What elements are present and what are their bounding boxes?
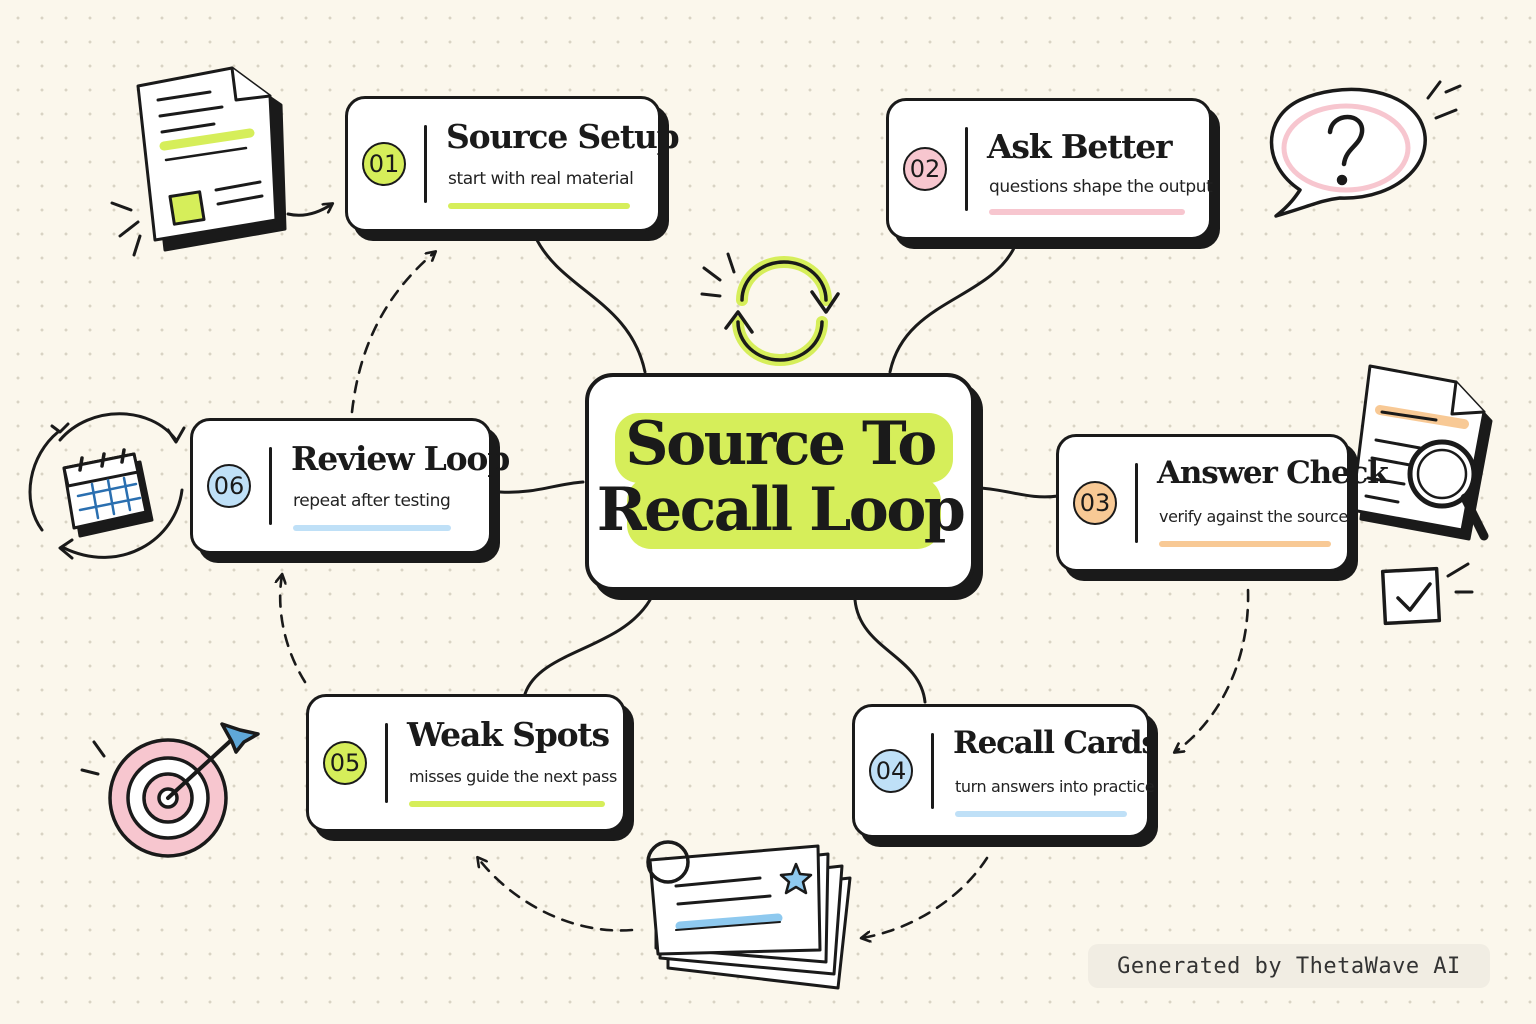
step-subtitle-05: misses guide the next pass — [409, 767, 617, 786]
step-divider-05 — [385, 723, 388, 803]
center-title-line2: Recall Loop — [596, 475, 966, 545]
step-subtitle-03: verify against the source — [1159, 507, 1348, 526]
magnifier-document-icon — [1350, 364, 1493, 541]
flow-arrow-05-to-06 — [280, 575, 307, 684]
step-card-04[interactable]: 04 Recall Cards turn answers into practi… — [852, 704, 1159, 838]
step-card-01[interactable]: 01 Source Setup start with real material — [345, 96, 680, 232]
step-underline-06 — [293, 525, 451, 531]
connector-lines — [498, 234, 1060, 704]
step-badge-05: 05 — [323, 741, 367, 785]
step-subtitle-04: turn answers into practice — [955, 777, 1155, 796]
center-highlight-top — [615, 413, 953, 483]
step-divider-06 — [269, 447, 272, 525]
connector-01 — [533, 234, 647, 374]
document-icon — [110, 66, 332, 257]
cycle-arrows-icon — [700, 252, 840, 366]
step-divider-03 — [1135, 463, 1138, 543]
flow-arrow-06-to-01 — [350, 252, 435, 414]
step-badge-03: 03 — [1073, 481, 1117, 525]
step-card-05[interactable]: 05 Weak Spots misses guide the next pass — [306, 694, 626, 832]
step-divider-01 — [424, 125, 427, 203]
step-underline-05 — [409, 801, 605, 807]
step-title-04: Recall Cards — [953, 725, 1159, 761]
step-card-02[interactable]: 02 Ask Better questions shape the output — [886, 98, 1213, 240]
connector-06 — [498, 480, 585, 494]
step-underline-02 — [989, 209, 1185, 215]
flow-arrow-04-to-cards — [862, 856, 989, 938]
step-title-01: Source Setup — [446, 117, 680, 156]
center-title-line1: Source To — [625, 409, 937, 479]
step-card-03[interactable]: 03 Answer Check verify against the sourc… — [1056, 434, 1389, 572]
center-title: Source To Recall Loop — [589, 411, 971, 543]
center-node: Source To Recall Loop — [585, 373, 975, 591]
connector-05 — [523, 598, 652, 696]
step-subtitle-06: repeat after testing — [293, 491, 451, 511]
step-divider-04 — [931, 733, 934, 809]
step-badge-01: 01 — [362, 142, 406, 186]
flow-arrow-cards-to-05 — [478, 858, 634, 932]
step-badge-02: 02 — [903, 147, 947, 191]
flow-arrows — [280, 252, 1250, 938]
center-highlight-bottom — [627, 477, 941, 549]
step-title-06: Review Loop — [291, 439, 510, 478]
step-underline-03 — [1159, 541, 1331, 547]
connector-02 — [888, 244, 1017, 374]
step-subtitle-01: start with real material — [448, 169, 634, 189]
connector-03 — [978, 486, 1060, 499]
step-title-02: Ask Better — [987, 127, 1172, 166]
step-badge-04: 04 — [869, 749, 913, 793]
flow-arrow-03-to-04 — [1175, 588, 1250, 752]
step-underline-01 — [448, 203, 630, 209]
step-subtitle-02: questions shape the output — [989, 177, 1213, 197]
step-title-03: Answer Check — [1157, 455, 1389, 491]
step-divider-02 — [965, 127, 968, 211]
step-badge-06: 06 — [207, 464, 251, 508]
step-title-05: Weak Spots — [407, 715, 610, 754]
calendar-cycle-icon — [28, 412, 186, 560]
step-card-06[interactable]: 06 Review Loop repeat after testing — [190, 418, 510, 554]
target-icon — [80, 722, 260, 858]
question-bubble-icon — [1269, 80, 1462, 218]
connector-04 — [853, 598, 927, 704]
checkbox-icon — [1380, 562, 1474, 626]
flashcards-icon — [646, 840, 852, 990]
step-underline-04 — [955, 811, 1127, 817]
credit-badge: Generated by ThetaWave AI — [1088, 944, 1490, 988]
